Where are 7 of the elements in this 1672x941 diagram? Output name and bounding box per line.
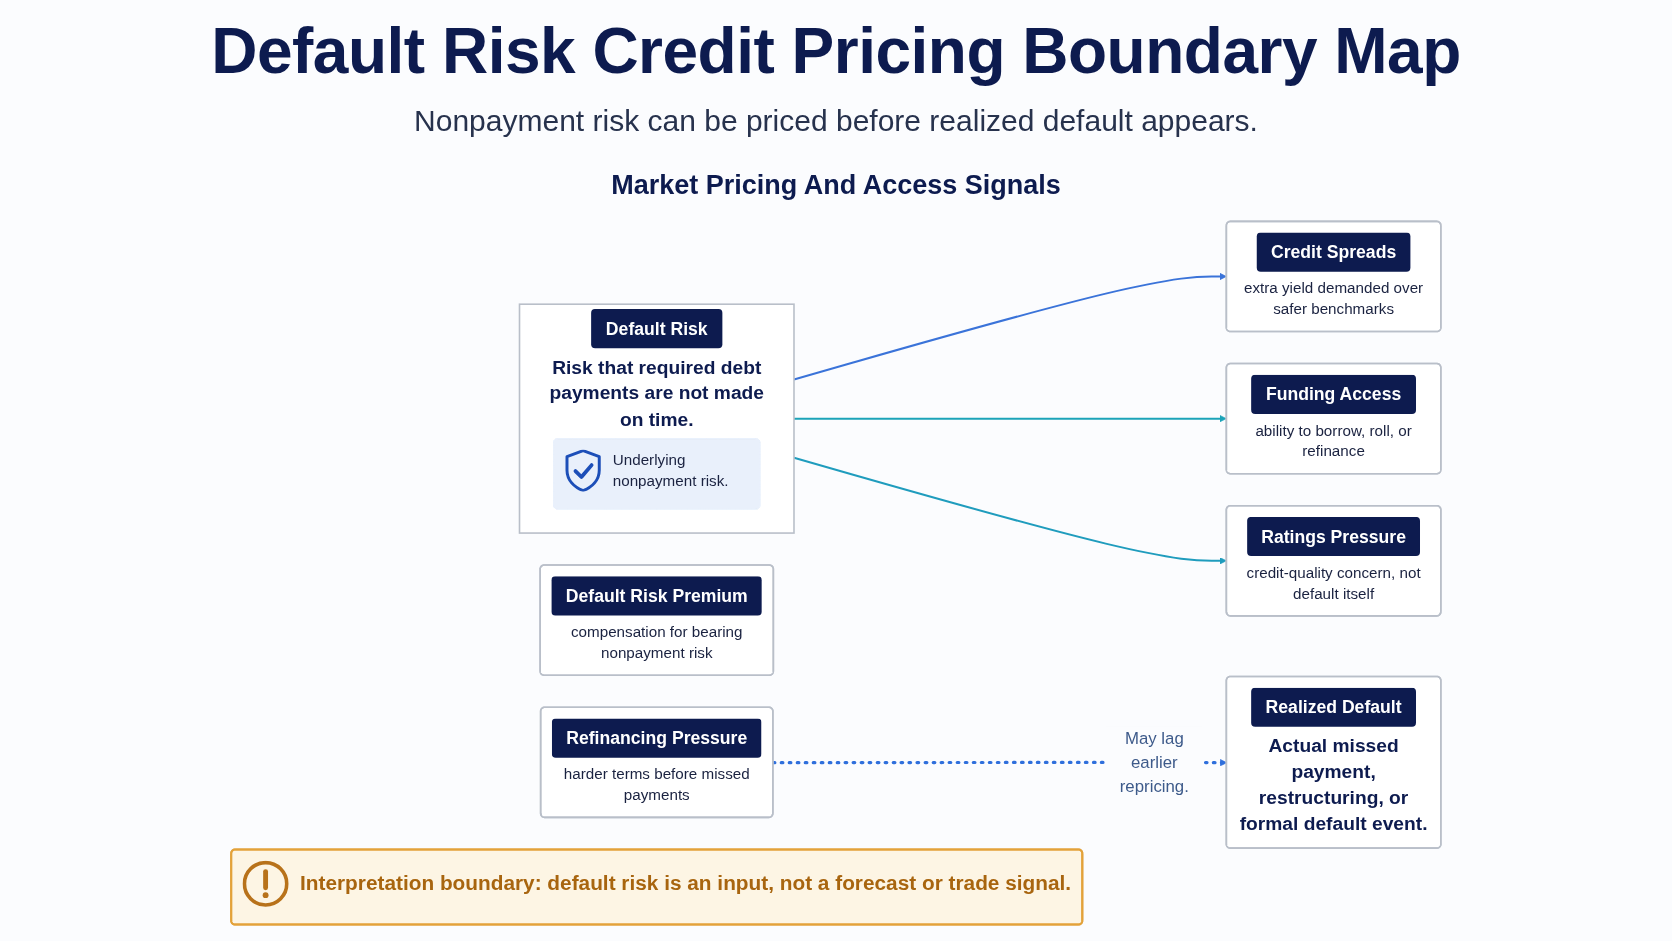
section-heading: Market Pricing And Access Signals (611, 170, 1061, 200)
arrow (793, 456, 1227, 565)
arrow (793, 272, 1227, 381)
subtitle: Nonpayment risk can be priced before realized default appears. (414, 104, 1258, 137)
edge-label: May lag earlier repricing. (1119, 729, 1189, 795)
diagram-title: Default Risk Credit Pricing Boundary Map (211, 15, 1461, 87)
arrow (793, 415, 1227, 423)
